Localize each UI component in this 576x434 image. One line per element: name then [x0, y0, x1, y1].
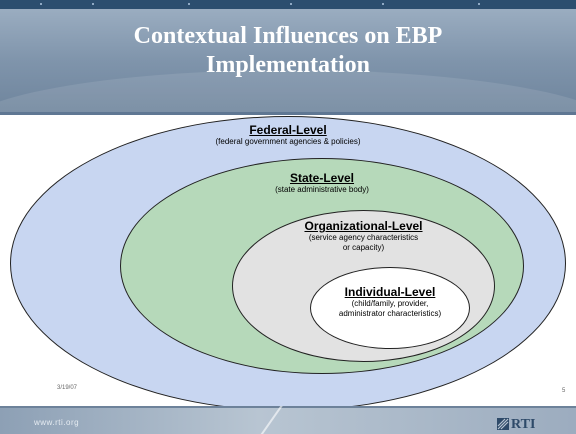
decorative-dot — [382, 3, 384, 5]
federal-level-label: Federal-Level (federal government agenci… — [10, 123, 566, 147]
individual-level-description-line-2: administrator characteristics) — [338, 309, 442, 318]
organizational-level-description-line-1: (service agency characteristics — [308, 233, 419, 242]
decorative-dot — [188, 3, 190, 5]
state-level-heading: State-Level — [289, 171, 355, 185]
slide-title: Contextual Influences on EBP Implementat… — [0, 22, 576, 80]
organizational-level-description-line-2: or capacity) — [342, 243, 385, 252]
footer-url[interactable]: www.rti.org — [34, 418, 80, 427]
organizational-level-heading: Organizational-Level — [304, 219, 423, 233]
footer-decoration — [255, 406, 287, 434]
state-level-label: State-Level (state administrative body) — [120, 171, 524, 195]
federal-level-heading: Federal-Level — [249, 123, 327, 137]
slide-header: Contextual Influences on EBP Implementat… — [0, 0, 576, 112]
decorative-dot — [478, 3, 480, 5]
individual-level-description-line-1: (child/family, provider, — [351, 299, 429, 308]
individual-level-ellipse — [310, 267, 470, 349]
federal-level-description: (federal government agencies & policies) — [215, 137, 361, 146]
decorative-dot — [40, 3, 42, 5]
header-divider — [0, 112, 576, 115]
individual-level-heading: Individual-Level — [344, 285, 436, 299]
nested-levels-diagram: Federal-Level (federal government agenci… — [0, 115, 576, 411]
slide-number: 5 — [562, 388, 566, 394]
slide-title-line-1: Contextual Influences on EBP — [133, 23, 443, 49]
rti-logo: RTI — [497, 415, 535, 434]
decorative-dot — [290, 3, 292, 5]
rti-logo-mark-icon — [497, 417, 509, 434]
decorative-dot — [92, 3, 94, 5]
state-level-description: (state administrative body) — [275, 185, 369, 194]
footer-divider — [0, 406, 576, 408]
slide-footer: www.rti.org RTI — [0, 406, 576, 434]
organizational-level-label: Organizational-Level (service agency cha… — [232, 219, 495, 253]
individual-level-label: Individual-Level (child/family, provider… — [310, 285, 470, 319]
header-top-bar — [0, 0, 576, 9]
slide-title-line-2: Implementation — [206, 52, 370, 78]
slide-date: 3/19/07 — [57, 385, 78, 391]
rti-logo-text: RTI — [511, 417, 536, 432]
